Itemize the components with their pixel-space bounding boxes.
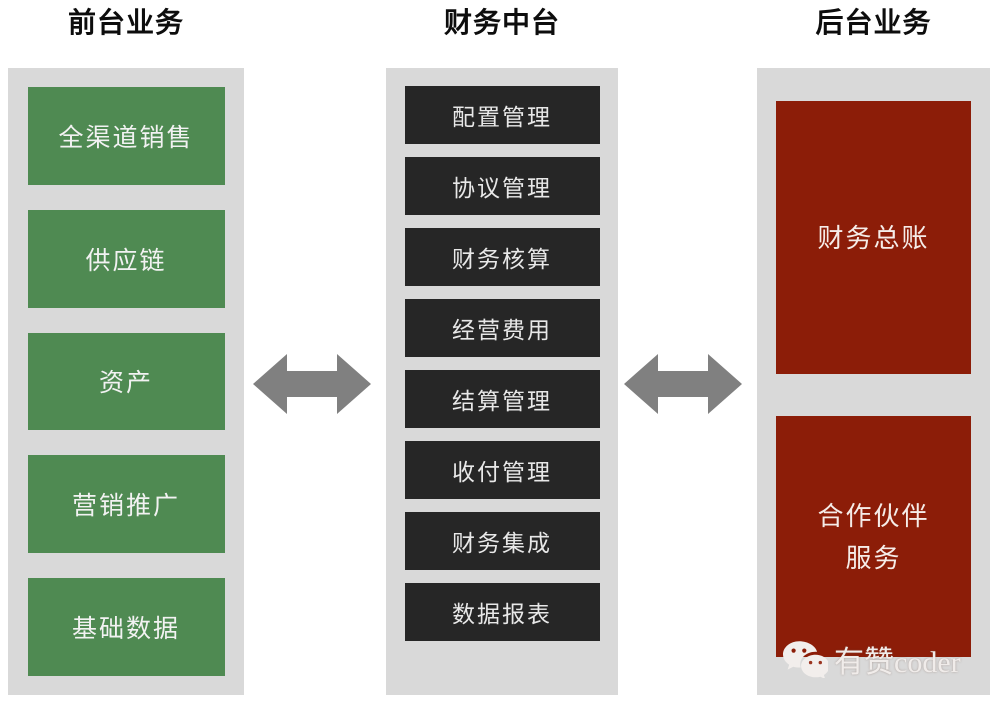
middle-item-operating-expenses[interactable]: 经营费用: [404, 299, 600, 357]
back-column-list: 财务总账 合作伙伴 服务: [757, 68, 990, 695]
back-column-title: 后台业务: [815, 7, 932, 38]
middle-item-configuration-management[interactable]: 配置管理: [404, 86, 600, 144]
front-item-supply-chain[interactable]: 供应链: [27, 209, 225, 308]
middle-column-container: 配置管理 协议管理 财务核算 经营费用 结算管理 收付管理 财务集成 数据报表: [386, 68, 618, 695]
back-item-partner-service[interactable]: 合作伙伴 服务: [776, 416, 971, 657]
front-column-container: 全渠道销售 供应链 资产 营销推广 基础数据: [8, 68, 244, 695]
middle-item-financial-accounting[interactable]: 财务核算: [404, 228, 600, 286]
front-column-title: 前台业务: [67, 7, 184, 38]
middle-item-data-reports[interactable]: 数据报表: [404, 583, 600, 641]
front-column-list: 全渠道销售 供应链 资产 营销推广 基础数据: [8, 68, 244, 695]
front-item-basic-data[interactable]: 基础数据: [27, 578, 225, 676]
connector-front-to-middle: [253, 348, 371, 420]
double-arrow-horizontal-icon: [253, 354, 371, 414]
back-item-general-ledger[interactable]: 财务总账: [776, 101, 971, 374]
front-item-marketing-promotion[interactable]: 营销推广: [27, 455, 225, 554]
back-column-container: 财务总账 合作伙伴 服务: [757, 68, 990, 695]
front-item-assets[interactable]: 资产: [27, 332, 225, 431]
middle-column-list: 配置管理 协议管理 财务核算 经营费用 结算管理 收付管理 财务集成 数据报表: [386, 68, 618, 695]
middle-item-agreement-management[interactable]: 协议管理: [404, 157, 600, 215]
middle-item-receipt-payment-management[interactable]: 收付管理: [404, 441, 600, 499]
front-item-omnichannel-sales[interactable]: 全渠道销售: [27, 87, 225, 185]
middle-item-financial-integration[interactable]: 财务集成: [404, 512, 600, 570]
double-arrow-horizontal-icon: [624, 354, 742, 414]
middle-item-settlement-management[interactable]: 结算管理: [404, 370, 600, 428]
connector-middle-to-back: [624, 348, 742, 420]
middle-column-title: 财务中台: [443, 7, 560, 38]
